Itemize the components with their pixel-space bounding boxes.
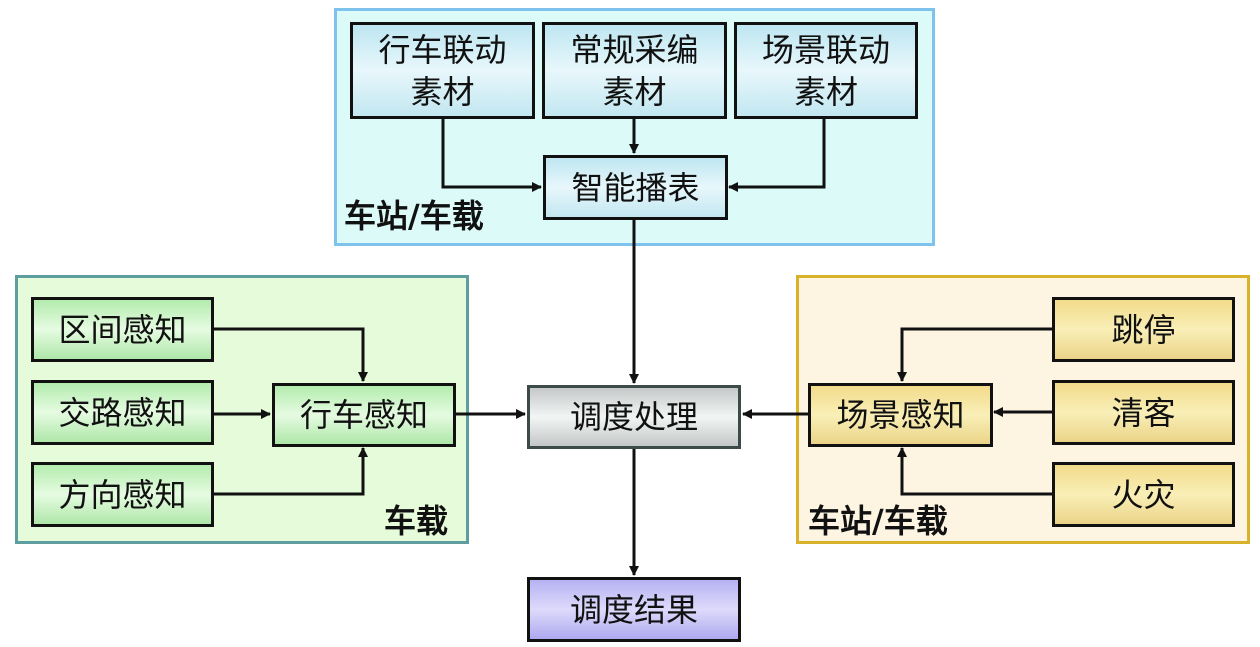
group-tag-top: 车站/车载 xyxy=(344,197,484,235)
node-label: 火灾 xyxy=(1111,475,1176,514)
node-scene-linkage-material[interactable]: 场景联动 素材 xyxy=(734,22,918,119)
node-label-line1: 行车联动 xyxy=(378,30,507,69)
node-label-line2: 素材 xyxy=(793,72,858,111)
node-train-perception[interactable]: 行车感知 xyxy=(272,383,456,447)
node-label: 方向感知 xyxy=(58,475,187,514)
node-label: 智能播表 xyxy=(571,168,700,207)
node-label-line1: 常规采编 xyxy=(570,30,699,69)
node-train-linkage-material[interactable]: 行车联动 素材 xyxy=(350,22,535,119)
node-scene-perception[interactable]: 场景感知 xyxy=(808,383,993,447)
node-label: 调度结果 xyxy=(569,590,698,629)
node-label: 行车感知 xyxy=(299,396,428,434)
group-tag-left: 车载 xyxy=(384,502,449,540)
node-smart-playlist[interactable]: 智能播表 xyxy=(543,155,728,220)
node-route-perception[interactable]: 交路感知 xyxy=(31,380,214,445)
node-fire[interactable]: 火灾 xyxy=(1052,462,1235,527)
node-label-line2: 素材 xyxy=(602,72,667,111)
group-tag-right: 车站/车载 xyxy=(808,502,948,540)
node-regular-editing-material[interactable]: 常规采编 素材 xyxy=(542,22,727,119)
node-label: 区间感知 xyxy=(58,310,187,349)
node-label-line2: 素材 xyxy=(410,72,475,111)
node-dispatch-processing[interactable]: 调度处理 xyxy=(527,385,741,449)
node-label-line1: 场景联动 xyxy=(761,30,890,69)
node-label: 清客 xyxy=(1111,393,1176,432)
node-label: 交路感知 xyxy=(58,393,187,432)
node-direction-perception[interactable]: 方向感知 xyxy=(31,462,214,527)
node-section-perception[interactable]: 区间感知 xyxy=(31,297,214,362)
node-clear-passengers[interactable]: 清客 xyxy=(1052,380,1235,445)
node-dispatch-result[interactable]: 调度结果 xyxy=(527,577,741,642)
node-skip-stop[interactable]: 跳停 xyxy=(1052,297,1235,362)
node-label: 跳停 xyxy=(1111,310,1176,349)
node-label: 场景感知 xyxy=(836,396,965,434)
node-label: 调度处理 xyxy=(569,398,698,436)
